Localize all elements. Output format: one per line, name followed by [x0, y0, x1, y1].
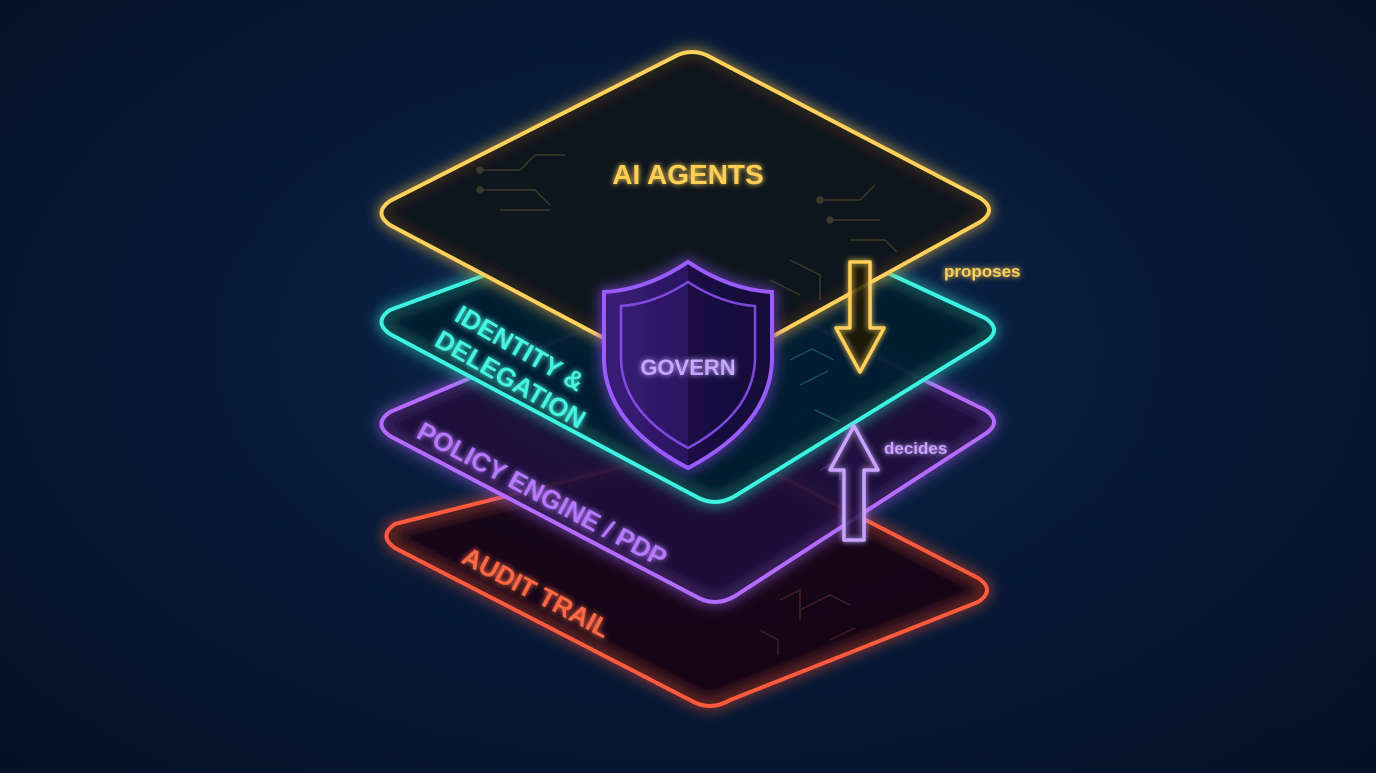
arrow-down-icon	[834, 260, 886, 374]
shield-inner-outline	[619, 280, 757, 450]
decides-flow: decides	[828, 424, 947, 542]
govern-label: GOVERN	[640, 355, 735, 380]
govern-shield: GOVERN	[602, 259, 774, 471]
decides-label: decides	[884, 439, 947, 458]
identity-circuit-decor	[789, 348, 841, 423]
agents-circuit-decor	[476, 154, 898, 300]
proposes-label: proposes	[944, 262, 1021, 281]
proposes-flow: proposes	[834, 260, 1021, 374]
arrow-up-icon	[828, 424, 880, 542]
ai-agents-label: AI AGENTS	[612, 159, 763, 190]
audit-circuit-decor	[759, 588, 856, 655]
